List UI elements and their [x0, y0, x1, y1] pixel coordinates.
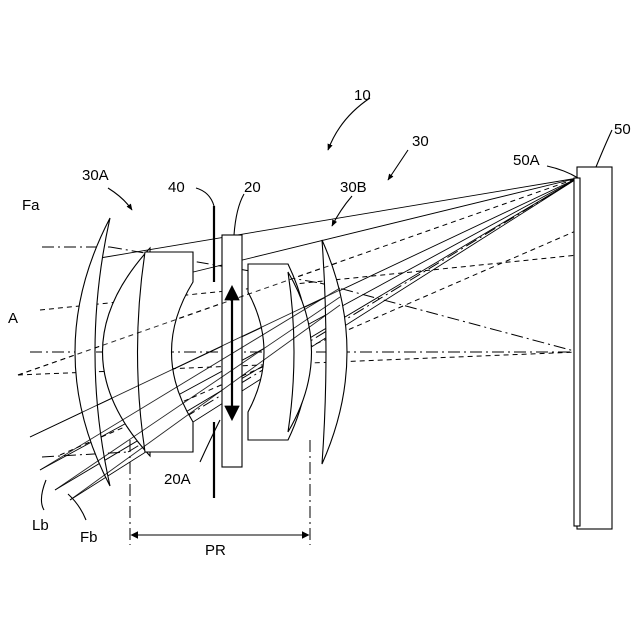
labels: 10 30 50 50A 30A 40 20 30B Fa A 20A Lb F…	[8, 87, 631, 559]
label-focus-b: Fb	[80, 529, 98, 546]
pr-dimension	[130, 440, 310, 545]
label-sensor: 50	[614, 121, 631, 138]
label-focus-a: Fa	[22, 197, 40, 214]
label-axis: A	[8, 310, 18, 327]
label-optics-front: 30A	[82, 167, 109, 184]
image-sensor	[574, 167, 612, 529]
label-plate-region: 20A	[164, 471, 191, 488]
label-sensor-surface: 50A	[513, 152, 540, 169]
label-stop: 40	[168, 179, 185, 196]
label-plate: 20	[244, 179, 261, 196]
label-ray-b: Lb	[32, 517, 49, 534]
label-optics-rear: 30B	[340, 179, 367, 196]
label-range: PR	[205, 542, 226, 559]
label-system: 10	[354, 87, 371, 104]
front-lens-group	[75, 218, 193, 486]
label-optics: 30	[412, 133, 429, 150]
rear-lens-group	[248, 240, 347, 464]
